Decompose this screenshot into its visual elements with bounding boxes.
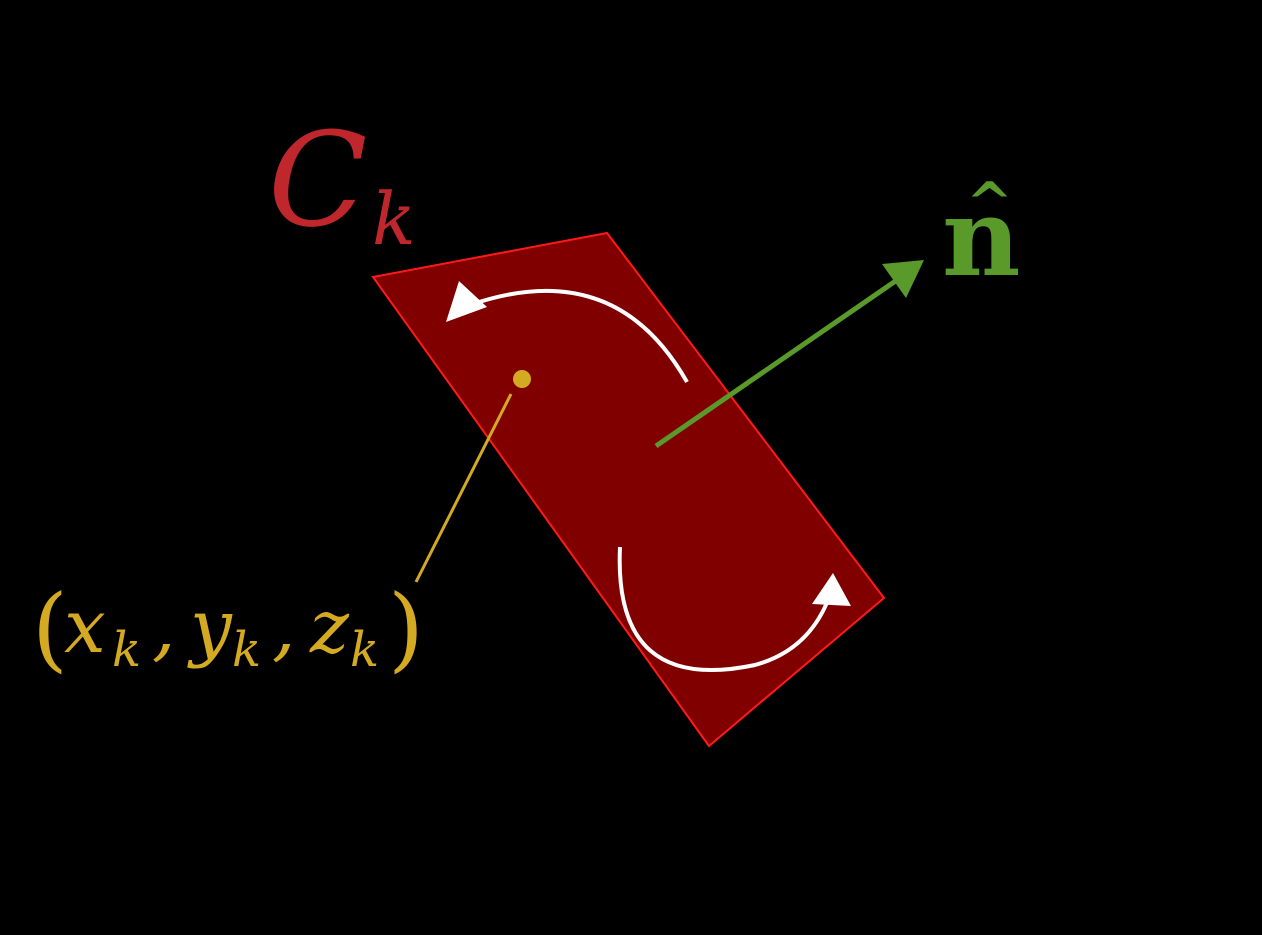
- point-label-y: y: [187, 584, 233, 670]
- point-label-sep1: ,: [152, 584, 176, 670]
- normal-vector-shaft: [654, 277, 899, 449]
- circulation-arrow-upper: [469, 288, 689, 383]
- point-leader-line: [414, 393, 513, 583]
- point-label: ( x k , y k , z k ): [32, 575, 424, 682]
- point-label-z: z: [309, 584, 350, 670]
- circulation-arrowhead-lower: [812, 573, 851, 606]
- curve-label-base: C: [268, 104, 367, 256]
- point-label-sep2: ,: [272, 584, 296, 670]
- normal-vector-arrowhead: [882, 260, 924, 298]
- point-label-y-sub: k: [232, 622, 261, 678]
- point-label-x-sub: k: [112, 622, 141, 678]
- curve-label: C k: [268, 104, 416, 261]
- point-label-x: x: [64, 584, 106, 670]
- surface-point: [513, 370, 531, 388]
- surface-patch: [371, 231, 886, 748]
- point-label-close-paren: ): [388, 575, 424, 682]
- curve-label-subscript: k: [372, 177, 416, 261]
- circulation-arrow-lower: [617, 546, 832, 672]
- point-label-open-paren: (: [32, 575, 68, 682]
- normal-label-hat: ^: [966, 170, 1013, 236]
- circulation-arrowhead-upper: [446, 281, 487, 322]
- point-label-z-sub: k: [350, 622, 379, 678]
- normal-label: n: [942, 175, 1021, 301]
